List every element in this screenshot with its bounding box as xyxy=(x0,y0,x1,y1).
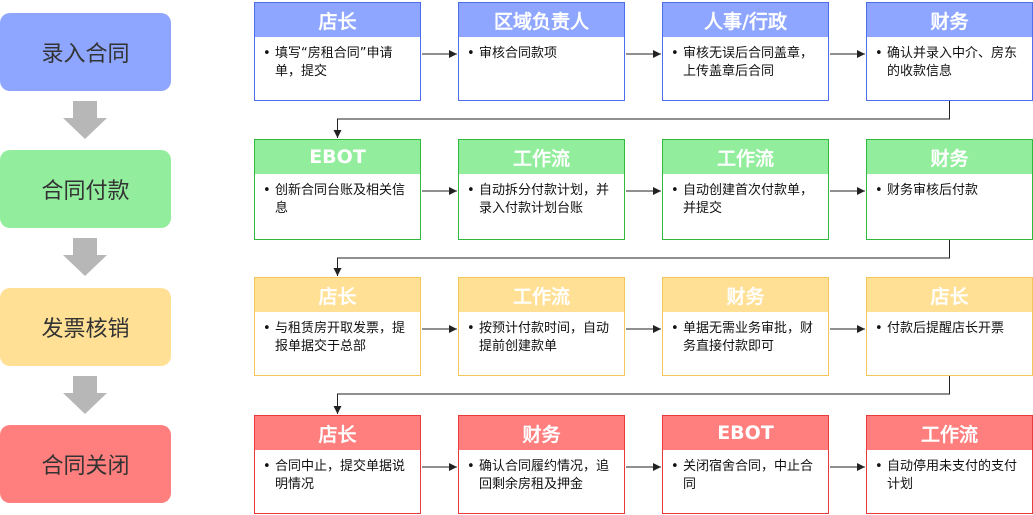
box-role-header: 工作流 xyxy=(459,140,624,174)
box-body: • 自动停用未支付的支付计划 xyxy=(867,450,1032,494)
box-body: • 确认并录入中介、房东的收款信息 xyxy=(867,37,1032,81)
bullet-icon: • xyxy=(671,183,679,198)
bullet-icon: • xyxy=(263,46,271,61)
process-box: 工作流 • 按预计付款时间，自动提前创建款单 xyxy=(458,277,625,376)
box-role-header: 人事/行政 xyxy=(663,3,828,37)
box-role-header: 财务 xyxy=(663,278,828,312)
bullet-icon: • xyxy=(671,321,679,336)
stage-4: 合同关闭 xyxy=(0,425,171,503)
box-body: • 财务审核后付款 xyxy=(867,174,1032,200)
bullet-icon: • xyxy=(467,183,475,198)
box-role-header: 店长 xyxy=(255,3,420,37)
box-role-header: 工作流 xyxy=(459,278,624,312)
box-body: • 审核合同款项 xyxy=(459,37,624,63)
process-box: 工作流 • 自动创建首次付款单，并提交 xyxy=(662,139,829,240)
process-box: 财务 • 财务审核后付款 xyxy=(866,139,1033,240)
box-text: 按预计付款时间，自动提前创建款单 xyxy=(479,321,610,354)
box-role-header: EBOT xyxy=(255,140,420,174)
bullet-icon: • xyxy=(467,46,475,61)
box-text: 合同中止，提交单据说明情况 xyxy=(275,459,406,492)
box-text: 财务审核后付款 xyxy=(887,183,979,198)
stage-label: 发票核销 xyxy=(41,317,130,342)
box-body: • 合同中止，提交单据说明情况 xyxy=(255,450,420,494)
process-box: 财务 • 确认合同履约情况，追回剩余房租及押金 xyxy=(458,415,625,514)
box-body: • 关闭宿舍合同，中止合同 xyxy=(663,450,828,494)
box-text: 关闭宿舍合同，中止合同 xyxy=(683,459,814,492)
box-role-header: 店长 xyxy=(255,416,420,450)
box-text: 填写“房租合同”申请单，提交 xyxy=(275,46,393,79)
process-box: 店长 • 付款后提醒店长开票 xyxy=(866,277,1033,376)
process-box: EBOT • 创新合同台账及相关信息 xyxy=(254,139,421,240)
box-role-header: 工作流 xyxy=(867,416,1032,450)
box-role-header: 财务 xyxy=(867,3,1032,37)
stage-down-arrow-icon xyxy=(63,376,107,414)
process-box: 工作流 • 自动停用未支付的支付计划 xyxy=(866,415,1033,514)
bullet-icon: • xyxy=(875,46,883,61)
box-role-header: 店长 xyxy=(867,278,1032,312)
bullet-icon: • xyxy=(671,459,679,474)
process-box: 工作流 • 自动拆分付款计划，并录入付款计划台账 xyxy=(458,139,625,240)
process-box: 区域负责人 • 审核合同款项 xyxy=(458,2,625,101)
box-body: • 自动拆分付款计划，并录入付款计划台账 xyxy=(459,174,624,218)
bullet-icon: • xyxy=(875,321,883,336)
box-body: • 创新合同台账及相关信息 xyxy=(255,174,420,218)
box-body: • 付款后提醒店长开票 xyxy=(867,312,1032,338)
stage-down-arrow-icon xyxy=(63,101,107,139)
bullet-icon: • xyxy=(467,321,475,336)
box-role-header: 店长 xyxy=(255,278,420,312)
box-text: 自动创建首次付款单，并提交 xyxy=(683,183,814,216)
box-body: • 单据无需业务审批，财务直接付款即可 xyxy=(663,312,828,356)
bullet-icon: • xyxy=(263,459,271,474)
box-role-header: 财务 xyxy=(867,140,1032,174)
box-text: 确认并录入中介、房东的收款信息 xyxy=(887,46,1018,79)
stage-2: 合同付款 xyxy=(0,150,171,228)
stage-3: 发票核销 xyxy=(0,288,171,366)
process-box: 财务 • 单据无需业务审批，财务直接付款即可 xyxy=(662,277,829,376)
stage-down-arrow-icon xyxy=(63,238,107,276)
box-role-header: 区域负责人 xyxy=(459,3,624,37)
stage-label: 录入合同 xyxy=(41,42,130,67)
bullet-icon: • xyxy=(875,459,883,474)
box-text: 确认合同履约情况，追回剩余房租及押金 xyxy=(479,459,610,492)
bullet-icon: • xyxy=(263,183,271,198)
stage-1: 录入合同 xyxy=(0,13,171,91)
box-role-header: 工作流 xyxy=(663,140,828,174)
box-text: 付款后提醒店长开票 xyxy=(887,321,1005,336)
box-text: 审核合同款项 xyxy=(479,46,558,61)
bullet-icon: • xyxy=(263,321,271,336)
box-role-header: EBOT xyxy=(663,416,828,450)
box-body: • 审核无误后合同盖章，上传盖章后合同 xyxy=(663,37,828,81)
box-body: • 填写“房租合同”申请单，提交 xyxy=(255,37,420,81)
bullet-icon: • xyxy=(671,46,679,61)
process-box: 店长 • 与租赁房开取发票，提报单据交于总部 xyxy=(254,277,421,376)
box-body: • 自动创建首次付款单，并提交 xyxy=(663,174,828,218)
process-box: 店长 • 填写“房租合同”申请单，提交 xyxy=(254,2,421,101)
stage-label: 合同付款 xyxy=(41,179,130,204)
box-body: • 确认合同履约情况，追回剩余房租及押金 xyxy=(459,450,624,494)
box-body: • 按预计付款时间，自动提前创建款单 xyxy=(459,312,624,356)
row-wrap-arrow-icon xyxy=(333,101,950,138)
bullet-icon: • xyxy=(467,459,475,474)
box-text: 自动停用未支付的支付计划 xyxy=(887,459,1018,492)
box-text: 自动拆分付款计划，并录入付款计划台账 xyxy=(479,183,610,216)
box-text: 审核无误后合同盖章，上传盖章后合同 xyxy=(683,46,814,79)
box-role-header: 财务 xyxy=(459,416,624,450)
row-wrap-arrow-icon xyxy=(333,376,950,414)
process-box: 人事/行政 • 审核无误后合同盖章，上传盖章后合同 xyxy=(662,2,829,101)
process-box: 财务 • 确认并录入中介、房东的收款信息 xyxy=(866,2,1033,101)
bullet-icon: • xyxy=(875,183,883,198)
box-body: • 与租赁房开取发票，提报单据交于总部 xyxy=(255,312,420,356)
box-text: 单据无需业务审批，财务直接付款即可 xyxy=(683,321,814,354)
process-box: EBOT • 关闭宿舍合同，中止合同 xyxy=(662,415,829,514)
row-wrap-arrow-icon xyxy=(333,240,950,276)
box-text: 与租赁房开取发票，提报单据交于总部 xyxy=(275,321,406,354)
stage-label: 合同关闭 xyxy=(41,454,130,479)
process-box: 店长 • 合同中止，提交单据说明情况 xyxy=(254,415,421,514)
box-text: 创新合同台账及相关信息 xyxy=(275,183,406,216)
